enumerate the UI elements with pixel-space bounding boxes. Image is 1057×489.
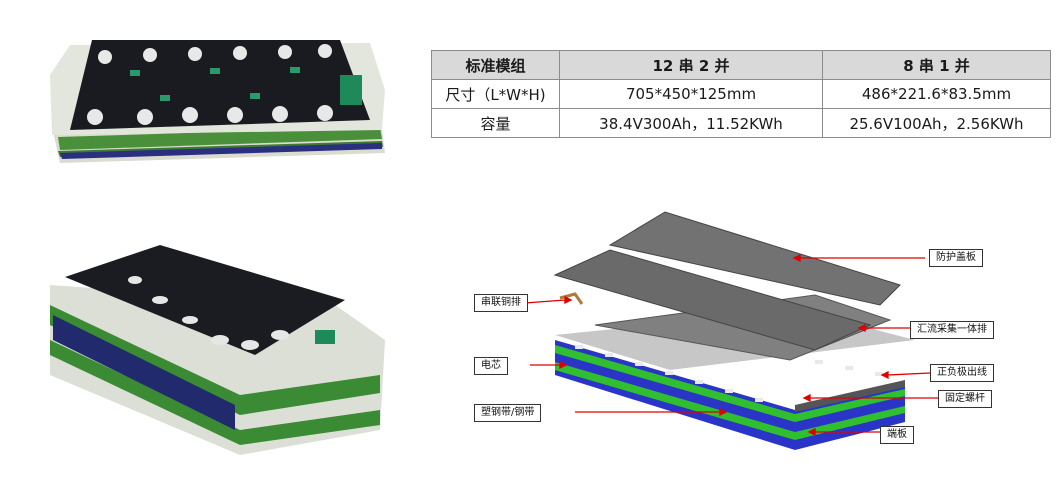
label-end-plate: 端板 [880,426,914,444]
label-cell: 电芯 [474,357,508,375]
table-cell: 486*221.6*83.5mm [822,79,1051,109]
label-protective-cover: 防护盖板 [929,249,983,267]
battery-module-photo-top [50,40,385,163]
table-cell: 容量 [431,108,560,138]
exploded-module-diagram [524,211,938,450]
label-fixing-screw: 固定螺杆 [938,390,992,408]
table-cell: 705*450*125mm [559,79,823,109]
label-strap: 塑钢带/钢带 [474,404,542,422]
table-cell: 尺寸（L*W*H) [431,79,560,109]
table-header-row: 标准模组 12 串 2 并 8 串 1 并 [431,50,1051,80]
battery-module-photo-perspective [50,245,385,455]
label-collector-busbar: 汇流采集一体排 [910,321,994,339]
table-row: 容量 38.4V300Ah，11.52KWh 25.6V100Ah，2.56KW… [431,108,1051,138]
table-cell: 38.4V300Ah，11.52KWh [559,108,823,138]
label-series-busbar: 串联铜排 [474,294,528,312]
table-header-cell: 12 串 2 并 [559,50,823,80]
spec-table: 标准模组 12 串 2 并 8 串 1 并 尺寸（L*W*H) 705*450*… [431,50,1051,138]
cell-terminals [575,345,883,402]
table-cell: 25.6V100Ah，2.56KWh [822,108,1051,138]
table-row: 尺寸（L*W*H) 705*450*125mm 486*221.6*83.5mm [431,79,1051,109]
busbar-bracket [559,292,584,305]
end-plate [795,380,905,412]
table-header-cell: 标准模组 [431,50,560,80]
protective-cover-lower [553,249,872,351]
protective-cover-upper [608,211,901,306]
table-header-cell: 8 串 1 并 [822,50,1051,80]
label-terminal-leads: 正负极出线 [930,364,994,382]
